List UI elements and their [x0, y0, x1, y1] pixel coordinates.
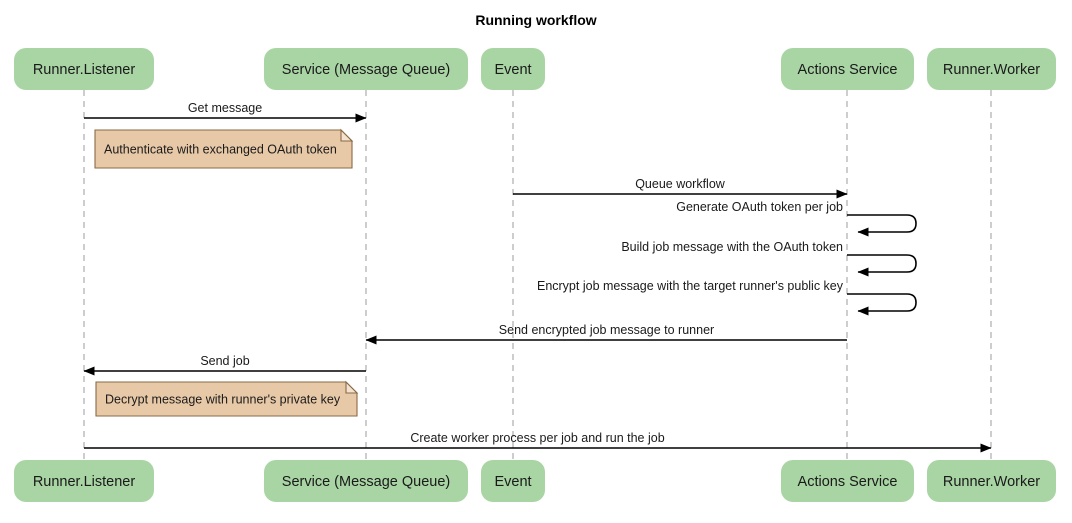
participant-event-top[interactable]: Event [481, 48, 545, 90]
participant-box-runner-listener[interactable] [14, 460, 154, 502]
message-encrypt-job-message-with-the-target-runners-public-key[interactable]: Encrypt job message with the target runn… [537, 279, 917, 316]
message-label: Build job message with the OAuth token [621, 240, 843, 254]
message-label: Send encrypted job message to runner [499, 323, 714, 337]
message-label: Create worker process per job and run th… [410, 431, 664, 445]
message-label: Encrypt job message with the target runn… [537, 279, 844, 293]
participant-box-service-message-queue[interactable] [264, 460, 468, 502]
note-decrypt-message-with-runners-private-key: Decrypt message with runner's private ke… [95, 380, 359, 417]
participant-box-runner-worker[interactable] [927, 48, 1056, 90]
participant-box-actions-service[interactable] [781, 48, 914, 90]
diagram-title: Running workflow [475, 12, 596, 28]
participant-box-runner-listener[interactable] [14, 48, 154, 90]
participant-label-runner-listener: Runner.Listener [33, 62, 136, 78]
participant-label-event: Event [494, 62, 531, 78]
message-get-message[interactable]: Get message [84, 101, 367, 123]
note-text: Authenticate with exchanged OAuth token [104, 142, 337, 156]
participant-label-service-message-queue: Service (Message Queue) [282, 62, 450, 78]
note-authenticate-with-exchanged-oauth-token: Authenticate with exchanged OAuth token [94, 128, 354, 169]
participant-label-runner-worker: Runner.Worker [943, 474, 1040, 490]
participant-label-service-message-queue: Service (Message Queue) [282, 474, 450, 490]
participant-label-actions-service: Actions Service [798, 62, 898, 78]
participant-box-service-message-queue[interactable] [264, 48, 468, 90]
message-queue-workflow[interactable]: Queue workflow [513, 177, 848, 199]
participant-label-actions-service: Actions Service [798, 474, 898, 490]
note-fold-corner-icon [345, 380, 359, 394]
participant-box-event[interactable] [481, 460, 545, 502]
participant-actions-service-top[interactable]: Actions Service [781, 48, 914, 90]
message-send-job[interactable]: Send job [83, 354, 366, 376]
self-message-path [847, 214, 917, 237]
participant-box-actions-service[interactable] [781, 460, 914, 502]
note-text: Decrypt message with runner's private ke… [105, 392, 341, 406]
participant-label-runner-worker: Runner.Worker [943, 62, 1040, 78]
message-label: Queue workflow [635, 177, 726, 191]
note-body [95, 381, 358, 417]
participant-event-bottom[interactable]: Event [481, 460, 545, 502]
message-generate-oauth-token-per-job[interactable]: Generate OAuth token per job [676, 200, 917, 237]
message-send-encrypted-job-message-to-runner[interactable]: Send encrypted job message to runner [365, 323, 847, 345]
self-message-path [847, 254, 917, 277]
participants-bottom-row: Runner.Listener Service (Message Queue) Ev… [14, 460, 1056, 502]
participant-label-event: Event [494, 474, 531, 490]
participant-service-message-queue-top[interactable]: Service (Message Queue) [264, 48, 468, 90]
message-build-job-message-with-the-oauth-token[interactable]: Build job message with the OAuth token [621, 240, 917, 277]
message-label: Generate OAuth token per job [676, 200, 843, 214]
lifelines-layer [83, 90, 992, 460]
message-label: Send job [200, 354, 249, 368]
participant-label-runner-listener: Runner.Listener [33, 474, 136, 490]
participants-top-row: Runner.Listener Service (Message Queue) Ev… [14, 48, 1056, 90]
participant-actions-service-bottom[interactable]: Actions Service [781, 460, 914, 502]
message-label: Get message [188, 101, 262, 115]
participant-runner-listener-bottom[interactable]: Runner.Listener [14, 460, 154, 502]
participant-service-message-queue-bottom[interactable]: Service (Message Queue) [264, 460, 468, 502]
participant-box-runner-worker[interactable] [927, 460, 1056, 502]
participant-runner-listener-top[interactable]: Runner.Listener [14, 48, 154, 90]
self-message-path [847, 293, 917, 316]
note-body [94, 129, 353, 169]
notes-layer: Authenticate with exchanged OAuth tokenD… [94, 128, 359, 417]
participant-runner-worker-bottom[interactable]: Runner.Worker [927, 460, 1056, 502]
participant-box-event[interactable] [481, 48, 545, 90]
note-fold-corner-icon [340, 128, 354, 142]
message-create-worker-process-per-job-and-run-the-job[interactable]: Create worker process per job and run th… [84, 431, 992, 453]
participant-runner-worker-top[interactable]: Runner.Worker [927, 48, 1056, 90]
